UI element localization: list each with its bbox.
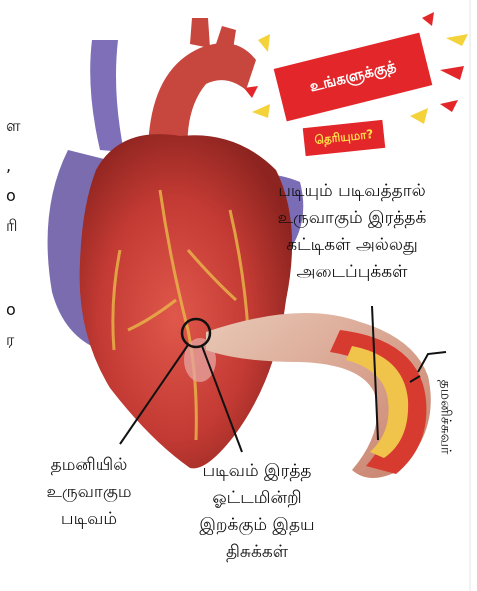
label-line: படிவம் — [14, 506, 164, 533]
label-line: உருவாகும — [14, 479, 164, 506]
label-line: திசுக்கள் — [172, 539, 342, 566]
label-line: உருவாகும் இரத்தக் — [238, 205, 466, 232]
side-label-text: தமனிச்சுவர் — [435, 380, 453, 455]
label-line: ஓட்டமின்றி — [172, 485, 342, 512]
edge-text-6: ர — [6, 330, 14, 351]
edge-text-1: ள — [6, 116, 20, 137]
label-line: இறக்கும் இதய — [172, 512, 342, 539]
label-line: படியும் படிவத்தால் — [238, 178, 466, 205]
edge-text-5: o — [6, 300, 16, 319]
label-line: கட்டிகள் அல்லது — [238, 232, 466, 259]
label-line: தமனியில் — [14, 452, 164, 479]
edge-text-3: o — [6, 186, 16, 205]
label-clot-formation: படியும் படிவத்தால் உருவாகும் இரத்தக் கட்… — [238, 178, 466, 286]
label-artery-wall: தமனிச்சுவர் — [429, 352, 459, 482]
badge-line-1: உங்களுக்குத் — [308, 57, 399, 98]
edge-text-4: ரி — [6, 216, 18, 237]
edge-text-2: , — [6, 156, 11, 175]
label-line: அடைப்புக்கள் — [238, 259, 466, 286]
label-line: படிவம் இரத்த — [172, 458, 342, 485]
label-dead-heart-tissue: படிவம் இரத்த ஓட்டமின்றி இறக்கும் இதய திச… — [172, 458, 342, 566]
badge-line-2: தெரியுமா? — [314, 127, 374, 149]
label-arterial-deposit: தமனியில் உருவாகும படிவம் — [14, 452, 164, 533]
